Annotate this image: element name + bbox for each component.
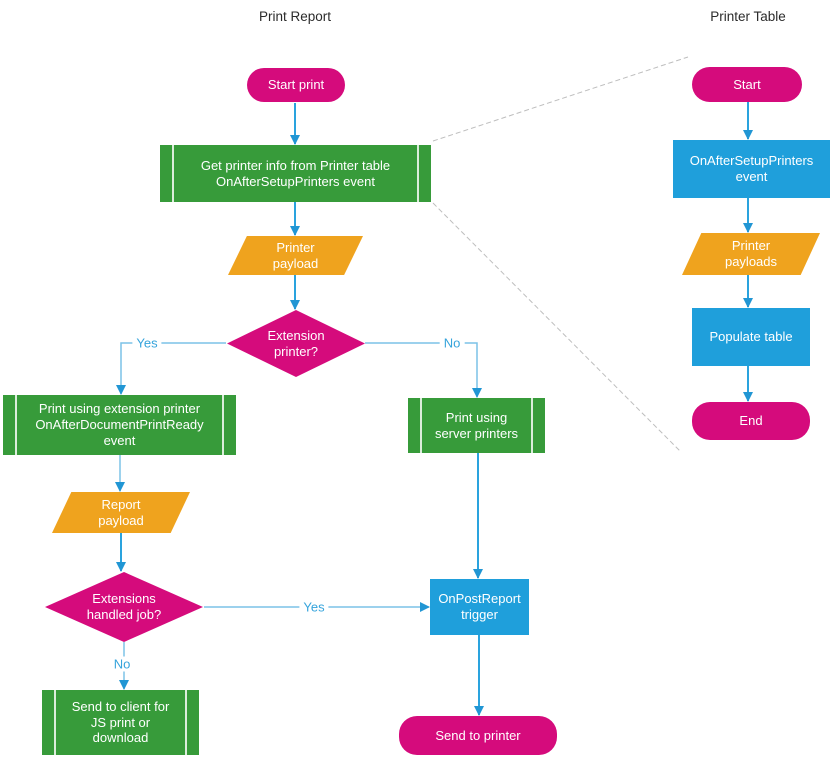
node-end: End: [692, 402, 810, 440]
node-start: Start: [692, 67, 802, 102]
node-send-to-printer: Send to printer: [399, 716, 557, 755]
edge-label-no: No: [439, 335, 465, 351]
node-printer-payload: Printer payload: [228, 236, 363, 275]
node-printer-payloads: Printer payloads: [682, 233, 820, 275]
node-send-to-client: Send to client for JS print or download: [42, 690, 199, 755]
node-get-printer-info: Get printer info from Printer table OnAf…: [160, 145, 431, 202]
edge-label-yes-2: Yes: [299, 599, 329, 615]
node-onpostreport-trigger: OnPostReport trigger: [430, 579, 529, 635]
connector-decision-no: [365, 342, 482, 398]
node-print-extension: Print using extension printer OnAfterDoc…: [3, 395, 236, 455]
node-start-print: Start print: [247, 68, 345, 102]
node-onaftersetupprinters-event: OnAfterSetupPrinters event: [673, 140, 830, 198]
connector-decision-yes: [116, 342, 226, 395]
node-populate-table: Populate table: [692, 308, 810, 366]
dashed-callout-top: [432, 56, 689, 142]
dashed-callout-bottom: [432, 202, 681, 452]
title-printer-table: Printer Table: [710, 9, 786, 24]
edge-label-no-2: No: [109, 656, 135, 672]
node-print-server: Print using server printers: [408, 398, 545, 453]
title-print-report: Print Report: [258, 9, 332, 24]
node-report-payload: Report payload: [52, 492, 190, 533]
edge-label-yes: Yes: [132, 335, 162, 351]
